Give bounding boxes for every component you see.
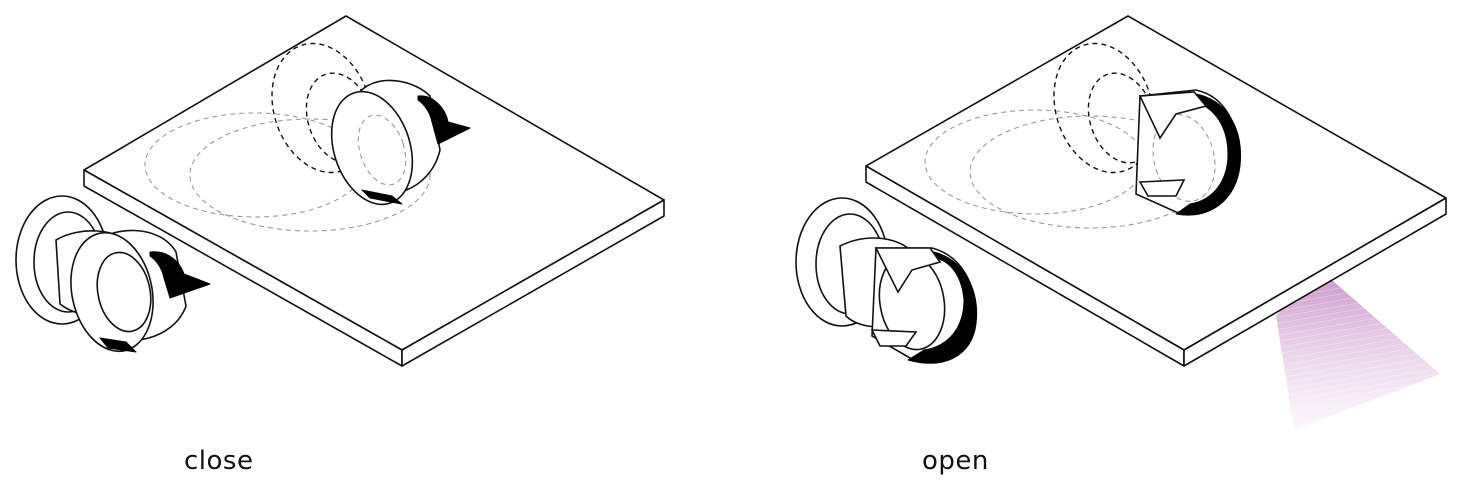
rear-knob-closed: [271, 42, 471, 206]
rear-knob-open: [1053, 42, 1242, 216]
open-state-illustration: [795, 15, 1447, 430]
front-knob-closed: [15, 195, 211, 353]
close-label: close: [184, 446, 254, 476]
front-knob-open: [795, 197, 978, 364]
rotation-arrow-icon: [417, 95, 471, 145]
close-state-illustration: [15, 15, 665, 367]
rotation-arrow-icon: [874, 247, 942, 294]
rotation-arrow-icon: [1138, 91, 1208, 140]
rotation-arrow-icon: [149, 251, 211, 299]
open-label: open: [922, 446, 989, 476]
